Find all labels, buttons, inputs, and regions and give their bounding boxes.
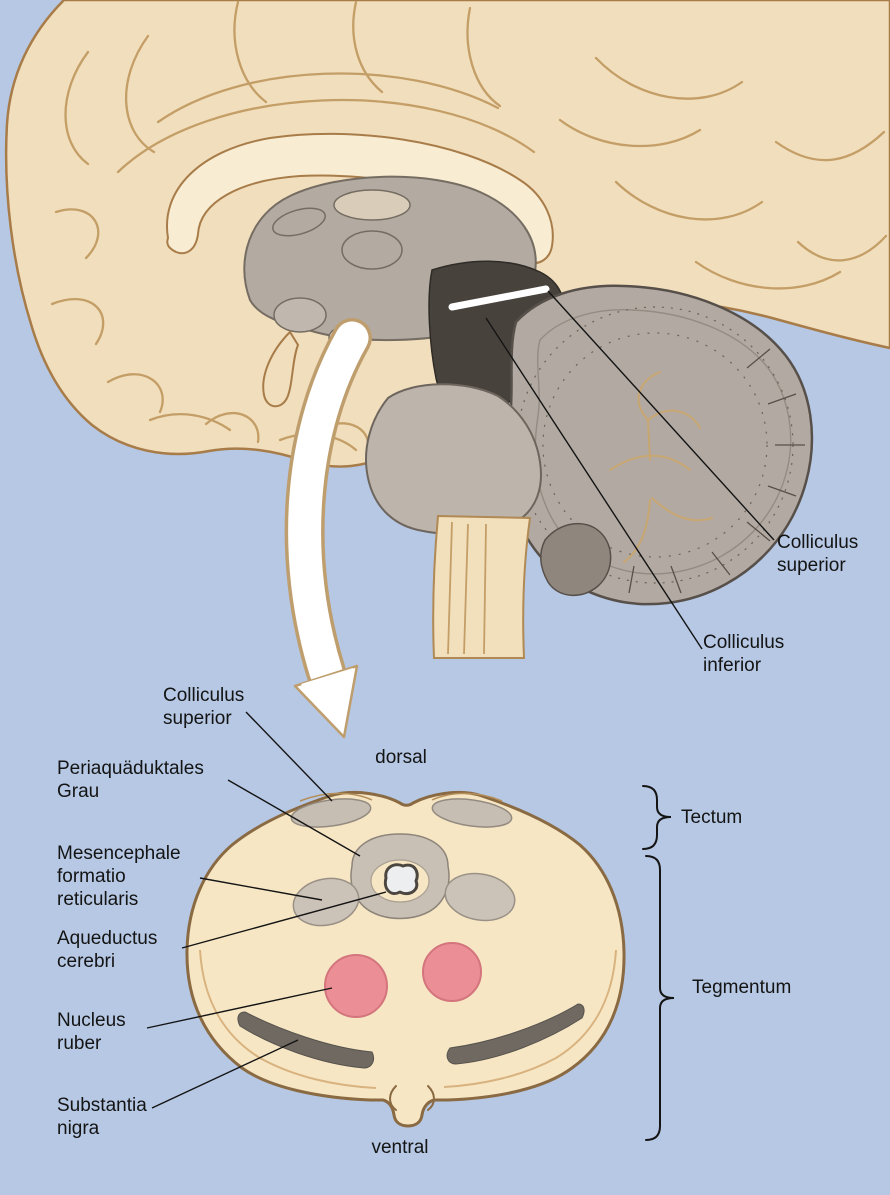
- pointer-substantia-nigra: [151, 1039, 299, 1109]
- pointer-reticular-formation: [199, 877, 323, 901]
- substantia-nigra: [237, 1003, 585, 1069]
- label-colliculus-superior-section: Colliculus superior: [163, 685, 245, 729]
- label-ventral: ventral: [371, 1137, 429, 1158]
- midbrain-cross-section: [146, 711, 675, 1141]
- label-nucleus-ruber: Nucleus ruber: [57, 1010, 126, 1054]
- cerebellum-folia-lines: [628, 348, 805, 594]
- section-pointer-lines: [146, 711, 387, 1109]
- label-colliculus-inferior-sagittal: Colliculus inferior: [703, 632, 785, 676]
- arbor-vitae: [609, 371, 713, 563]
- label-reticular-formation: Mesencephale formatio reticularis: [57, 843, 181, 910]
- sagittal-brain: [4, 0, 890, 659]
- cerebellum: [505, 284, 814, 606]
- label-periaqueductal-gray: Periaquäduktales Grau: [57, 758, 204, 802]
- pointer-aqueduct: [181, 891, 387, 949]
- colliculus-superior-pointer-line: [547, 290, 775, 541]
- colliculi-superior: [290, 792, 513, 828]
- colliculus-highlight-line: [448, 285, 550, 311]
- region-braces: [642, 785, 675, 1141]
- pituitary-stalk: [262, 330, 300, 408]
- reticular-formation: [292, 872, 516, 927]
- label-tectum: Tectum: [681, 807, 743, 828]
- cerebellar-tonsil: [540, 522, 612, 597]
- label-dorsal: dorsal: [375, 747, 427, 768]
- zoom-arrow: [284, 318, 372, 739]
- label-colliculus-superior-sagittal: Colliculus superior: [777, 532, 859, 576]
- medulla-spinal-cord: [432, 514, 532, 659]
- interpeduncular-detail: [389, 1085, 435, 1111]
- pointer-colliculus-superior: [245, 711, 333, 802]
- pointer-periaqueductal-gray: [227, 779, 361, 857]
- gyri-sulci: [50, 0, 888, 452]
- tectum-brace: [642, 785, 672, 850]
- label-aqueductus-cerebri: Aqueductus cerebri: [57, 928, 158, 972]
- label-tegmentum: Tegmentum: [692, 977, 792, 998]
- pointer-nucleus-ruber: [146, 987, 333, 1029]
- label-substantia-nigra: Substantia nigra: [57, 1095, 147, 1139]
- tegmentum-brace: [645, 855, 675, 1141]
- colliculus-inferior-pointer-line: [485, 317, 703, 650]
- aqueductus-cerebri: [383, 863, 419, 896]
- nucleus-ruber: [324, 942, 482, 1018]
